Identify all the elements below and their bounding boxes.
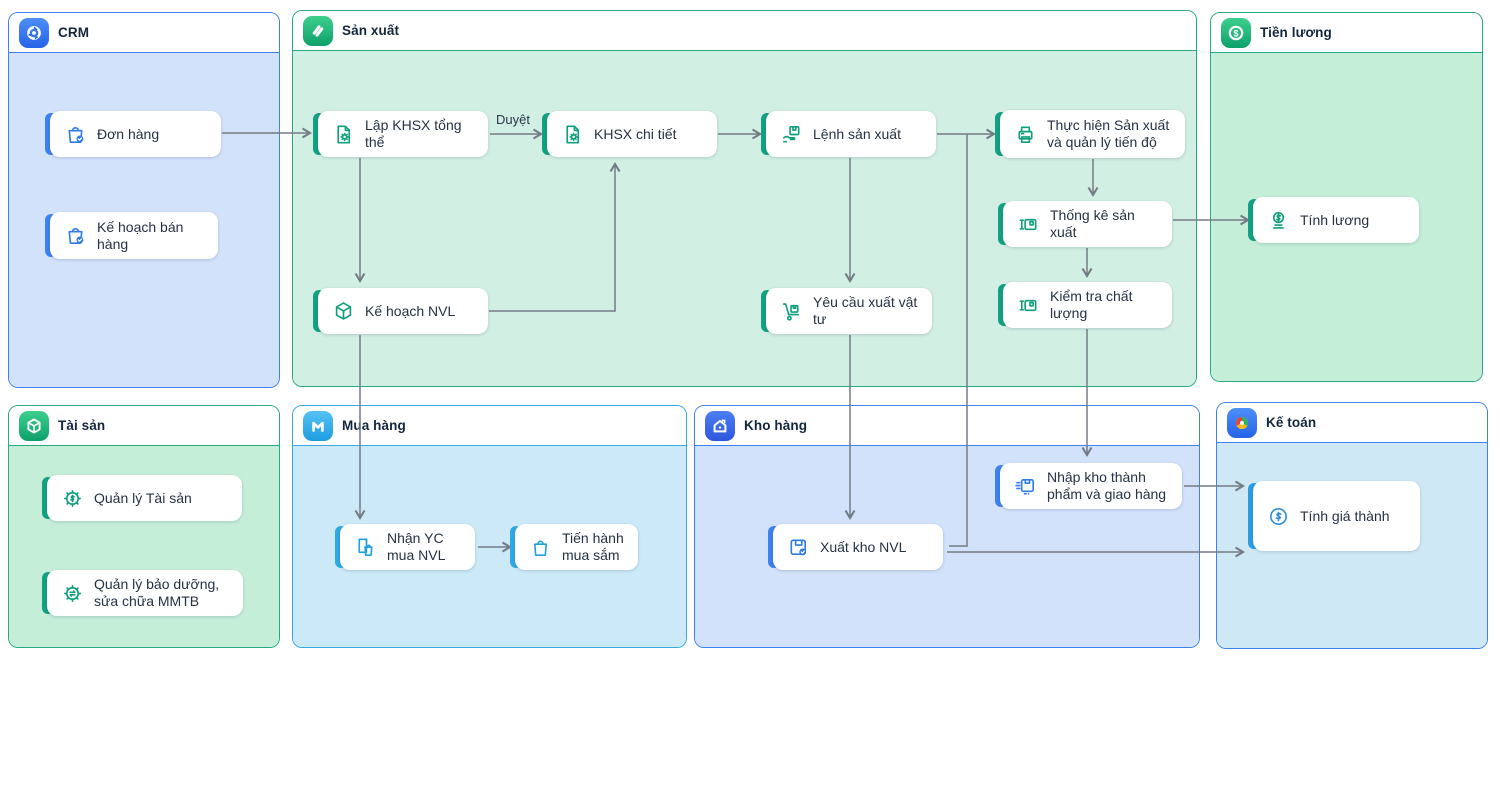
- purchase-m-icon: [303, 410, 333, 441]
- node-label: Yêu cầu xuất vật tư: [813, 294, 918, 327]
- approve-edge-label: Duyệt: [496, 112, 530, 127]
- node-label: Nhận YC mua NVL: [387, 530, 446, 563]
- node-lap-khsx-tong-the[interactable]: Lập KHSX tổng thể: [313, 111, 488, 157]
- box-hand-icon: [779, 122, 803, 146]
- box-speed-icon: [1013, 474, 1037, 498]
- node-xuat-kho-nvl[interactable]: Xuất kho NVL: [768, 524, 943, 570]
- warehouse-house-icon: [705, 410, 735, 441]
- node-khsx-chi-tiet[interactable]: KHSX chi tiết: [542, 111, 717, 157]
- doc-gear-icon: [331, 122, 355, 146]
- node-tinh-luong[interactable]: Tính lương: [1248, 197, 1419, 243]
- handcart-icon: [779, 299, 803, 323]
- node-don-hang[interactable]: Đơn hàng: [45, 111, 221, 157]
- panel-title: Tiền lương: [1260, 25, 1332, 40]
- node-label: Xuất kho NVL: [820, 538, 907, 555]
- node-label: Thống kê sản xuất: [1050, 207, 1135, 240]
- node-label: Kiểm tra chất lượng: [1050, 288, 1133, 321]
- node-label: KHSX chi tiết: [594, 125, 677, 142]
- node-tinh-gia-thanh[interactable]: Tính giá thành: [1248, 481, 1420, 551]
- node-label: Tính lương: [1300, 211, 1370, 228]
- stats-box-icon: [1016, 212, 1040, 236]
- node-nhan-yc-mua-nvl[interactable]: Nhận YC mua NVL: [335, 524, 475, 570]
- panel-mua-hang-header: Mua hàng: [293, 406, 686, 446]
- coin-stand-icon: [1266, 208, 1290, 232]
- node-label: Nhập kho thành phẩm và giao hàng: [1047, 469, 1167, 502]
- doc-bag-icon: [353, 535, 377, 559]
- node-label: Lệnh sản xuất: [813, 125, 901, 142]
- node-label: Kế hoạch bán hàng: [97, 218, 184, 252]
- node-ke-hoach-ban-hang[interactable]: Kế hoạch bán hàng: [45, 212, 218, 259]
- panel-tai-san-header: Tài sản: [9, 406, 279, 446]
- panel-title: Tài sản: [58, 418, 106, 433]
- gear-sync-icon: [60, 581, 84, 605]
- node-quan-ly-bao-duong[interactable]: Quản lý bảo dưỡng, sửa chữa MMTB: [42, 570, 243, 616]
- asset-cube-icon: [19, 410, 49, 441]
- panel-san-xuat-header: Sản xuất: [293, 11, 1196, 51]
- panel-kho-hang-header: Kho hàng: [695, 406, 1199, 446]
- coin-icon: [1266, 504, 1290, 528]
- node-yeu-cau-xuat-vat-tu[interactable]: Yêu cầu xuất vật tư: [761, 288, 932, 334]
- panel-crm: CRM: [8, 12, 280, 388]
- production-s-icon: [303, 15, 333, 46]
- doc-gear-icon: [560, 122, 584, 146]
- bag-check-icon: [63, 224, 87, 248]
- box-check-icon: [786, 535, 810, 559]
- svg-text:$: $: [1233, 28, 1238, 38]
- payroll-coin-icon: $: [1221, 17, 1251, 48]
- panel-title: CRM: [58, 25, 90, 40]
- node-lenh-san-xuat[interactable]: Lệnh sản xuất: [761, 111, 936, 157]
- node-label: Lập KHSX tổng thể: [365, 117, 462, 150]
- panel-tien-luong-header: $ Tiền lương: [1211, 13, 1482, 53]
- node-quan-ly-tai-san[interactable]: Quản lý Tài sản: [42, 475, 242, 521]
- node-kiem-tra-chat-luong[interactable]: Kiểm tra chất lượng: [998, 282, 1172, 328]
- node-label: Quản lý Tài sản: [94, 489, 192, 506]
- cube-icon: [331, 299, 355, 323]
- node-label: Quản lý bảo dưỡng, sửa chữa MMTB: [94, 576, 220, 609]
- gear-dollar-icon: [60, 486, 84, 510]
- node-label: Tiến hành mua sắm: [562, 530, 624, 563]
- panel-crm-header: CRM: [9, 13, 279, 53]
- printer-icon: [1013, 122, 1037, 146]
- panel-ke-toan-header: Kế toán: [1217, 403, 1487, 443]
- stats-box-icon: [1016, 293, 1040, 317]
- node-tien-hanh-mua-sam[interactable]: Tiến hành mua sắm: [510, 524, 638, 570]
- node-label: Kế hoạch NVL: [365, 302, 456, 319]
- crm-target-icon: [19, 17, 49, 48]
- node-thuc-hien-san-xuat[interactable]: Thực hiện Sản xuất và quản lý tiến độ: [995, 110, 1185, 158]
- panel-title: Mua hàng: [342, 418, 406, 433]
- node-nhap-kho-thanh-pham[interactable]: Nhập kho thành phẩm và giao hàng: [995, 463, 1182, 509]
- panel-title: Sản xuất: [342, 23, 400, 38]
- accounting-pinwheel-icon: [1227, 407, 1257, 438]
- shopping-bag-icon: [528, 535, 552, 559]
- bag-check-icon: [63, 122, 87, 146]
- node-thong-ke-san-xuat[interactable]: Thống kê sản xuất: [998, 201, 1172, 247]
- panel-title: Kho hàng: [744, 418, 808, 433]
- node-label: Đơn hàng: [97, 125, 160, 142]
- node-label: Thực hiện Sản xuất và quản lý tiến độ: [1047, 117, 1170, 150]
- panel-title: Kế toán: [1266, 415, 1317, 430]
- node-label: Tính giá thành: [1300, 507, 1390, 524]
- node-ke-hoach-nvl[interactable]: Kế hoạch NVL: [313, 288, 488, 334]
